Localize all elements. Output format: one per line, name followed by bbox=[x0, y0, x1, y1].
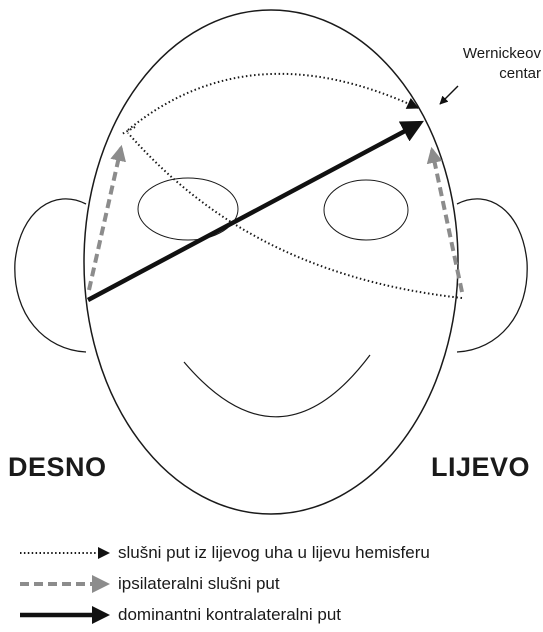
legend-item-dotted: slušni put iz lijevog uha u lijevu hemis… bbox=[18, 542, 430, 564]
solid-line-swatch bbox=[18, 604, 112, 626]
left-side-label: LIJEVO bbox=[431, 452, 530, 483]
dashed-line-swatch bbox=[18, 573, 112, 595]
legend-label-solid: dominantni kontralateralni put bbox=[118, 605, 341, 625]
legend-item-dashed: ipsilateralni slušni put bbox=[18, 573, 280, 595]
callout-pointer bbox=[440, 86, 458, 104]
wernicke-callout: Wernickeov centar bbox=[463, 44, 541, 84]
callout-line-1: Wernickeov bbox=[463, 44, 541, 64]
right-ear bbox=[15, 199, 86, 352]
legend-item-solid: dominantni kontralateralni put bbox=[18, 604, 341, 626]
dotted-line-swatch bbox=[18, 542, 112, 564]
legend-label-dotted: slušni put iz lijevog uha u lijevu hemis… bbox=[118, 543, 430, 563]
callout-line-2: centar bbox=[463, 64, 541, 84]
left-ear bbox=[457, 199, 527, 352]
head-outline bbox=[84, 10, 458, 514]
legend-label-dashed: ipsilateralni slušni put bbox=[118, 574, 280, 594]
right-side-label: DESNO bbox=[8, 452, 107, 483]
